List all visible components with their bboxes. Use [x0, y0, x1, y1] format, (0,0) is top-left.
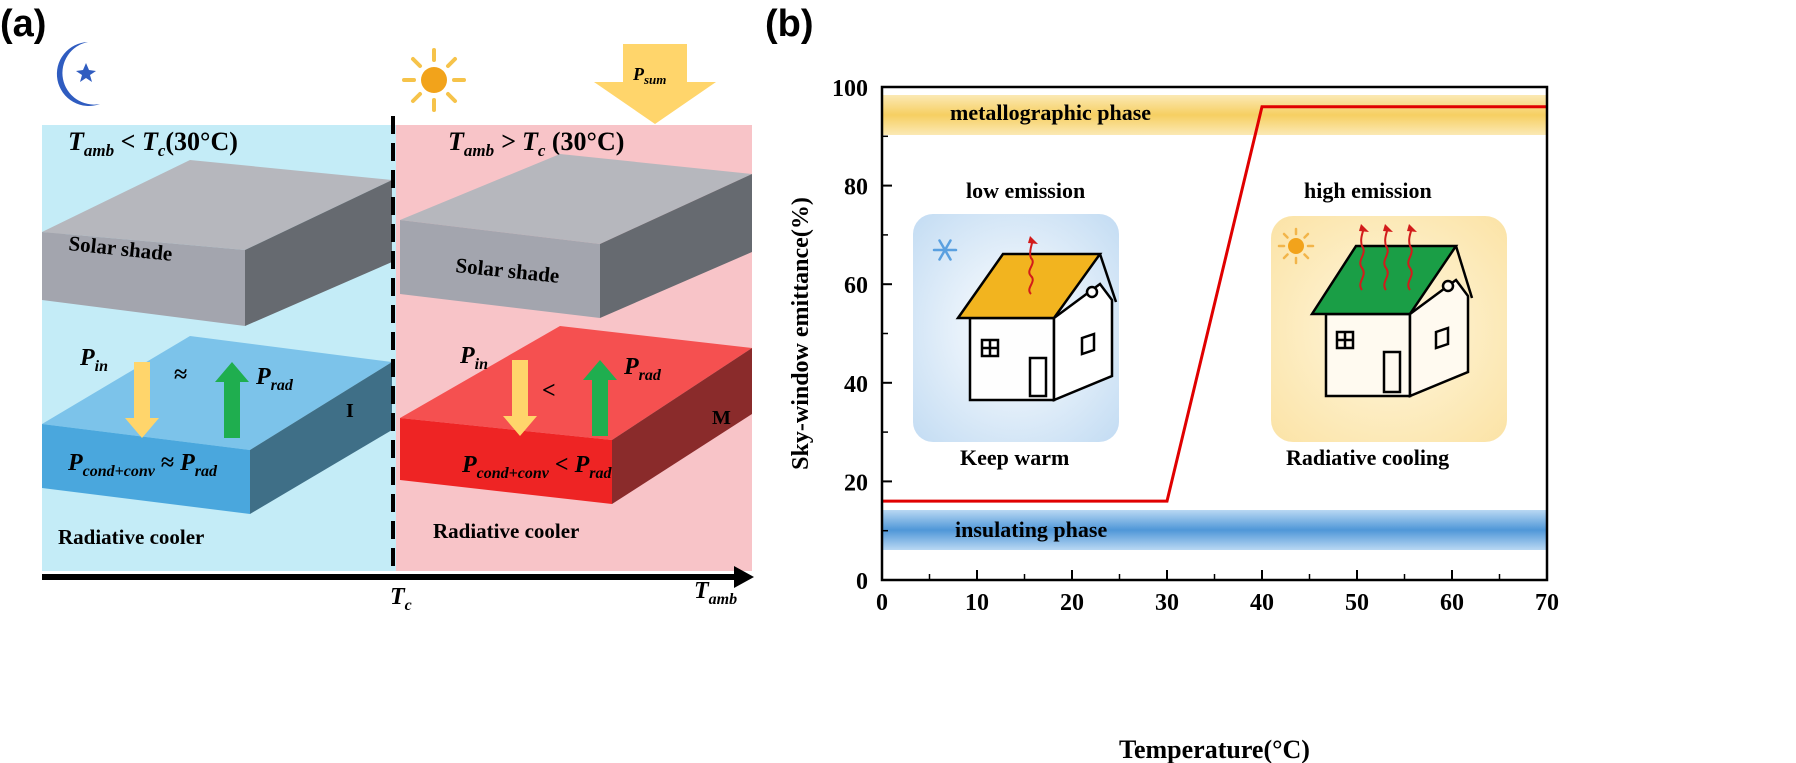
- left-solar-shade-box: [42, 160, 392, 326]
- p-sum-arrow: Psum: [594, 44, 716, 124]
- y-tick-label: 100: [832, 76, 868, 102]
- metallographic-phase-band: [883, 95, 1546, 135]
- x-tick-label: 60: [1440, 590, 1464, 616]
- right-p-rad-arrow: [583, 360, 617, 436]
- insulating-phase-band: [883, 510, 1546, 550]
- y-axis-label: Sky-window emittance(%): [788, 197, 814, 470]
- right-relation: <: [542, 378, 556, 404]
- heat-wave-hot-arrowheads: [1359, 224, 1417, 232]
- moon-star-icon: [56, 42, 100, 106]
- sun-small-icon: [1277, 227, 1315, 265]
- chart-axes-layer: 0 10 20 30 40 50 60 70 0 20 40 60 80 100: [832, 76, 1559, 616]
- heat-waves-hot: [1359, 227, 1413, 291]
- right-condition: Tamb > Tc (30°C): [448, 127, 624, 160]
- house-cold-icon: [955, 252, 1118, 402]
- panel-a-letter: (a): [0, 3, 46, 45]
- x-tick-label: 10: [965, 590, 989, 616]
- left-state-label: I: [346, 400, 354, 422]
- x-tick-label: 20: [1060, 590, 1084, 616]
- house-hot-icon: [1309, 244, 1474, 398]
- y-tick-label: 60: [844, 273, 868, 299]
- x-tick-label: 30: [1155, 590, 1179, 616]
- heat-wave-cold: [1028, 239, 1034, 295]
- left-p-in-label: Pin: [79, 345, 108, 375]
- left-p-rad-arrow: [215, 362, 249, 438]
- y-tick-label: 0: [856, 569, 868, 595]
- p-sum-label: Psum: [632, 64, 666, 87]
- left-condition: Tamb < Tc(30°C): [68, 127, 238, 160]
- right-p-in-arrow: [503, 360, 537, 436]
- axis-tamb-label: Tamb: [694, 578, 737, 608]
- right-p-rad-label: Prad: [623, 354, 662, 384]
- panel-b: (b) metallographic phase insulating phas…: [765, 3, 1559, 763]
- chart-series-layer: [882, 105, 1547, 503]
- left-p-rad-label: Prad: [255, 364, 294, 394]
- insulating-phase-label: insulating phase: [955, 517, 1107, 542]
- right-radiative-cooler-label: Radiative cooler: [433, 519, 579, 543]
- x-tick-label: 40: [1250, 590, 1274, 616]
- right-p-in-label: Pin: [459, 343, 488, 373]
- radiative-cooling-label: Radiative cooling: [1286, 445, 1449, 470]
- tamb-axis-arrowhead: [734, 566, 754, 588]
- sun-icon: [402, 48, 466, 112]
- panel-a: (a) Psum: [0, 3, 754, 614]
- metallographic-phase-label: metallographic phase: [950, 100, 1151, 125]
- heat-wave-cold-arrowhead: [1028, 236, 1038, 244]
- left-relation: ≈: [174, 362, 187, 388]
- left-p-in-arrow: [125, 362, 159, 438]
- left-radiative-cooler-label: Radiative cooler: [58, 525, 204, 549]
- keep-warm-label: Keep warm: [960, 445, 1069, 470]
- axis-tc-label: Tc: [390, 584, 412, 614]
- high-emission-label: high emission: [1304, 178, 1432, 203]
- right-radiative-cooler: [400, 326, 752, 504]
- y-tick-label: 20: [844, 470, 868, 496]
- series-line-0: [882, 105, 1547, 503]
- low-emission-label: low emission: [966, 178, 1085, 203]
- panel-b-letter: (b): [765, 3, 814, 45]
- high-emission-card: high emission Radiative cooling: [1271, 178, 1507, 470]
- low-emission-card: low emission Keep warm: [913, 178, 1119, 470]
- right-state-label: M: [712, 407, 731, 429]
- y-tick-label: 80: [844, 175, 868, 201]
- x-axis-label: Temperature(°C): [1119, 735, 1310, 763]
- left-balance: Pcond+conv≈Prad: [67, 450, 218, 480]
- right-balance: Pcond+conv<Prad: [461, 452, 612, 482]
- x-tick-label: 70: [1535, 590, 1559, 616]
- y-tick-label: 40: [844, 372, 868, 398]
- x-tick-label: 50: [1345, 590, 1369, 616]
- x-tick-label: 0: [876, 590, 888, 616]
- right-solar-shade-box: [400, 154, 752, 318]
- snowflake-icon: [932, 239, 958, 261]
